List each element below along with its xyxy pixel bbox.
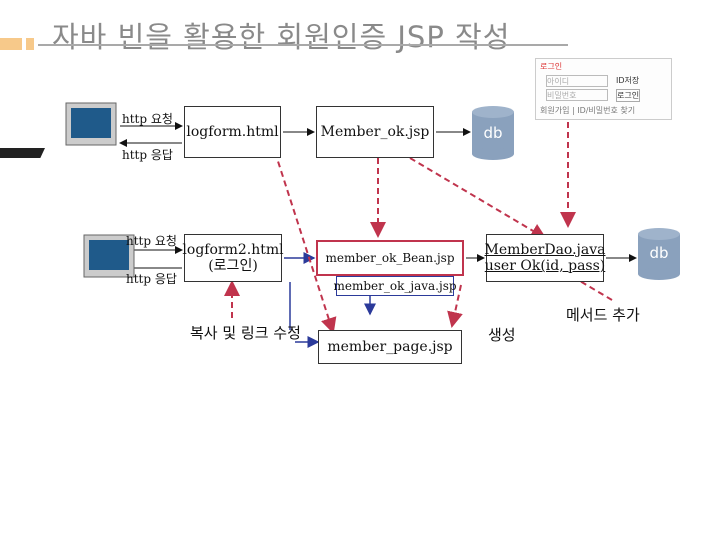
arrow-copy-dao <box>409 157 547 240</box>
login-footer: 회원가입 | ID/비밀번호 찾기 <box>540 106 636 115</box>
db-bottom-label: db <box>649 244 669 262</box>
member-ok-java-box: member_ok_java.jsp <box>333 276 457 296</box>
arrow-create-page <box>447 284 463 328</box>
member-page-jsp-box: member_page.jsp <box>318 330 462 364</box>
member-ok-bean-box: member_ok_Bean.jsp <box>316 240 464 276</box>
db-cylinder-bottom <box>638 228 680 280</box>
logform2-html-box: logform2.html (로그인) <box>182 234 284 282</box>
arrow-copy-form <box>274 151 337 334</box>
login-id-field: 아이디 <box>546 75 608 87</box>
login-save-id: ID저장 <box>616 76 640 85</box>
title-accent <box>0 38 22 50</box>
memberdao-java-box: MemberDao.java user Ok(id, pass) <box>485 234 606 282</box>
copy-link-note: 복사 및 링크 수정 <box>190 324 301 342</box>
method-add-note: 메서드 추가 <box>566 306 640 324</box>
db-cylinder-top <box>472 106 514 160</box>
member-ok-jsp-box: Member_ok.jsp <box>316 106 434 158</box>
db-top-label: db <box>483 124 503 142</box>
logform-html-box: logform.html <box>184 106 281 158</box>
computer-icon-bottom <box>83 234 135 278</box>
top-response-label: http 응답 <box>122 148 173 162</box>
login-pw-field: 비밀번호 <box>546 89 608 101</box>
title-accent-small <box>26 38 34 50</box>
create-note: 생성 <box>488 326 516 344</box>
bottom-response-label: http 응답 <box>126 272 177 286</box>
bottom-request-label: http 요청 <box>126 234 177 248</box>
title-underline <box>38 44 568 46</box>
page-title: 자바 빈을 활용한 회원인증 JSP 작성 <box>52 20 511 54</box>
login-button: 로그인 <box>616 89 641 102</box>
login-title: 로그인 <box>540 62 563 71</box>
computer-icon-top <box>0 102 117 158</box>
top-request-label: http 요청 <box>122 112 173 126</box>
login-panel-thumbnail: 로그인 아이디 비밀번호 ID저장 로그인 회원가입 | ID/비밀번호 찾기 <box>535 58 672 120</box>
